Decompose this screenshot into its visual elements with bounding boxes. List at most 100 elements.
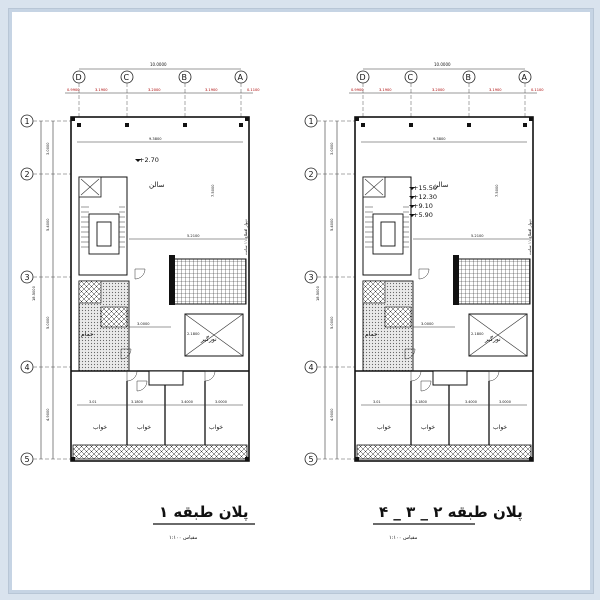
bath-tile [384, 306, 412, 328]
level-label: +12.30 [413, 193, 437, 201]
column-post [71, 457, 75, 461]
column-post [71, 117, 75, 121]
elevator-cross [80, 178, 100, 196]
plan-title: پلان طبقه ۲ _ ۳ _ ۴ [379, 503, 523, 522]
side-dim-1: 5.4000 [330, 218, 334, 231]
column-post [183, 123, 187, 127]
level-label: +5.90 [413, 211, 433, 219]
axis-label-3: 3 [309, 273, 314, 282]
stair-eye [96, 221, 112, 247]
light-well-cross [468, 313, 528, 357]
axis-label-A: A [238, 73, 244, 82]
elevator-cross [364, 178, 384, 196]
room-dim-2: 2.1800 [187, 332, 200, 336]
inner-top-dim: 9.3800 [149, 137, 162, 141]
door-swing [420, 380, 432, 392]
bath-tile [100, 306, 128, 328]
overall-width-label: 10.0000 [150, 62, 167, 67]
room-label-bedroom: خواب [421, 424, 435, 431]
axis-label-1: 1 [309, 117, 314, 126]
room-dim-2: 2.1800 [471, 332, 484, 336]
top-dim-0: 0.9900 [351, 88, 364, 92]
top-dim-4: 0.1100 [247, 88, 260, 92]
column-post [239, 123, 243, 127]
mid-dim: 5.2100 [187, 234, 200, 238]
building-outline [354, 116, 534, 462]
kitchen-floor [457, 258, 531, 305]
building-outline [70, 116, 250, 462]
axis-label-1: 1 [25, 117, 30, 126]
axis-label-C: C [124, 73, 130, 82]
level-marker [409, 205, 415, 208]
side-dim-0: 3.0000 [330, 142, 334, 155]
room-label-bath: حمام [365, 331, 378, 338]
door-swing [418, 268, 430, 280]
level-marker [409, 214, 415, 217]
door-swing [120, 348, 132, 360]
plan-scale: مقیاس ۱:۱۰۰ [389, 535, 418, 541]
column-post [523, 123, 527, 127]
room-label-lightwell: نورگیر [484, 335, 501, 343]
side-dim-0: 3.0000 [46, 142, 50, 155]
stair-well [372, 213, 404, 255]
level-label: +15.50 [413, 184, 437, 192]
top-dim-2: 3.2000 [148, 88, 161, 92]
axis-label-5: 5 [309, 455, 314, 464]
room-label-bath: حمام [81, 331, 94, 338]
top-dim-2: 3.2000 [432, 88, 445, 92]
side-wall-note: دیوار اقطاع ۱۱ سانت [243, 219, 248, 255]
bed-dim-1: 3.1800 [131, 400, 143, 404]
room-dim: 3.0000 [137, 322, 150, 326]
column-post [529, 457, 533, 461]
level-label: +2.70 [139, 156, 159, 164]
axis-label-5: 5 [25, 455, 30, 464]
column-post [77, 123, 81, 127]
kitchen-wall [453, 255, 459, 305]
bed-dim-1: 3.1800 [415, 400, 427, 404]
bed-dim-2: 3.4000 [181, 400, 193, 404]
closet [148, 370, 184, 386]
stair-eye [380, 221, 396, 247]
bed-dim-0: 3.01 [89, 400, 97, 404]
axis-label-2: 2 [25, 170, 30, 179]
room-label-bedroom: خواب [493, 424, 507, 431]
room-label-bedroom: خواب [209, 424, 223, 431]
axis-label-B: B [182, 73, 188, 82]
closet [432, 370, 468, 386]
plan-title: پلان طبقه ۱ [159, 503, 249, 522]
top-dim-3: 3.1900 [489, 88, 502, 92]
side-dim-2: 5.0000 [46, 316, 50, 329]
side-wall-note: دیوار اقطاع ۱۱ سانت [527, 219, 532, 255]
column-post [355, 457, 359, 461]
bed-dim-3: 3.0000 [215, 400, 227, 404]
axis-label-A: A [522, 73, 528, 82]
column-post [245, 117, 249, 121]
plan-scale: مقیاس ۱:۱۰۰ [169, 535, 198, 541]
axis-label-B: B [466, 73, 472, 82]
bed-dim-0: 3.01 [373, 400, 381, 404]
room-label-bedroom: خواب [137, 424, 151, 431]
room-label-hall: سالن [149, 181, 165, 189]
balcony-strip [356, 444, 532, 460]
door-swing [134, 268, 146, 280]
door-swing [410, 370, 422, 382]
door-swing [404, 348, 416, 360]
light-well-cross [184, 313, 244, 357]
top-dim-3: 3.1900 [205, 88, 218, 92]
axis-label-3: 3 [25, 273, 30, 282]
axis-label-D: D [360, 73, 366, 82]
vertical-dim: 7.5000 [211, 184, 215, 197]
level-marker [409, 196, 415, 199]
top-dim-4: 0.1100 [531, 88, 544, 92]
column-post [409, 123, 413, 127]
vertical-dim: 7.5000 [495, 184, 499, 197]
balcony-strip [72, 444, 248, 460]
axis-label-4: 4 [309, 363, 314, 372]
column-post [361, 123, 365, 127]
inner-top-dim: 9.3800 [433, 137, 446, 141]
column-post [467, 123, 471, 127]
kitchen-floor [173, 258, 247, 305]
